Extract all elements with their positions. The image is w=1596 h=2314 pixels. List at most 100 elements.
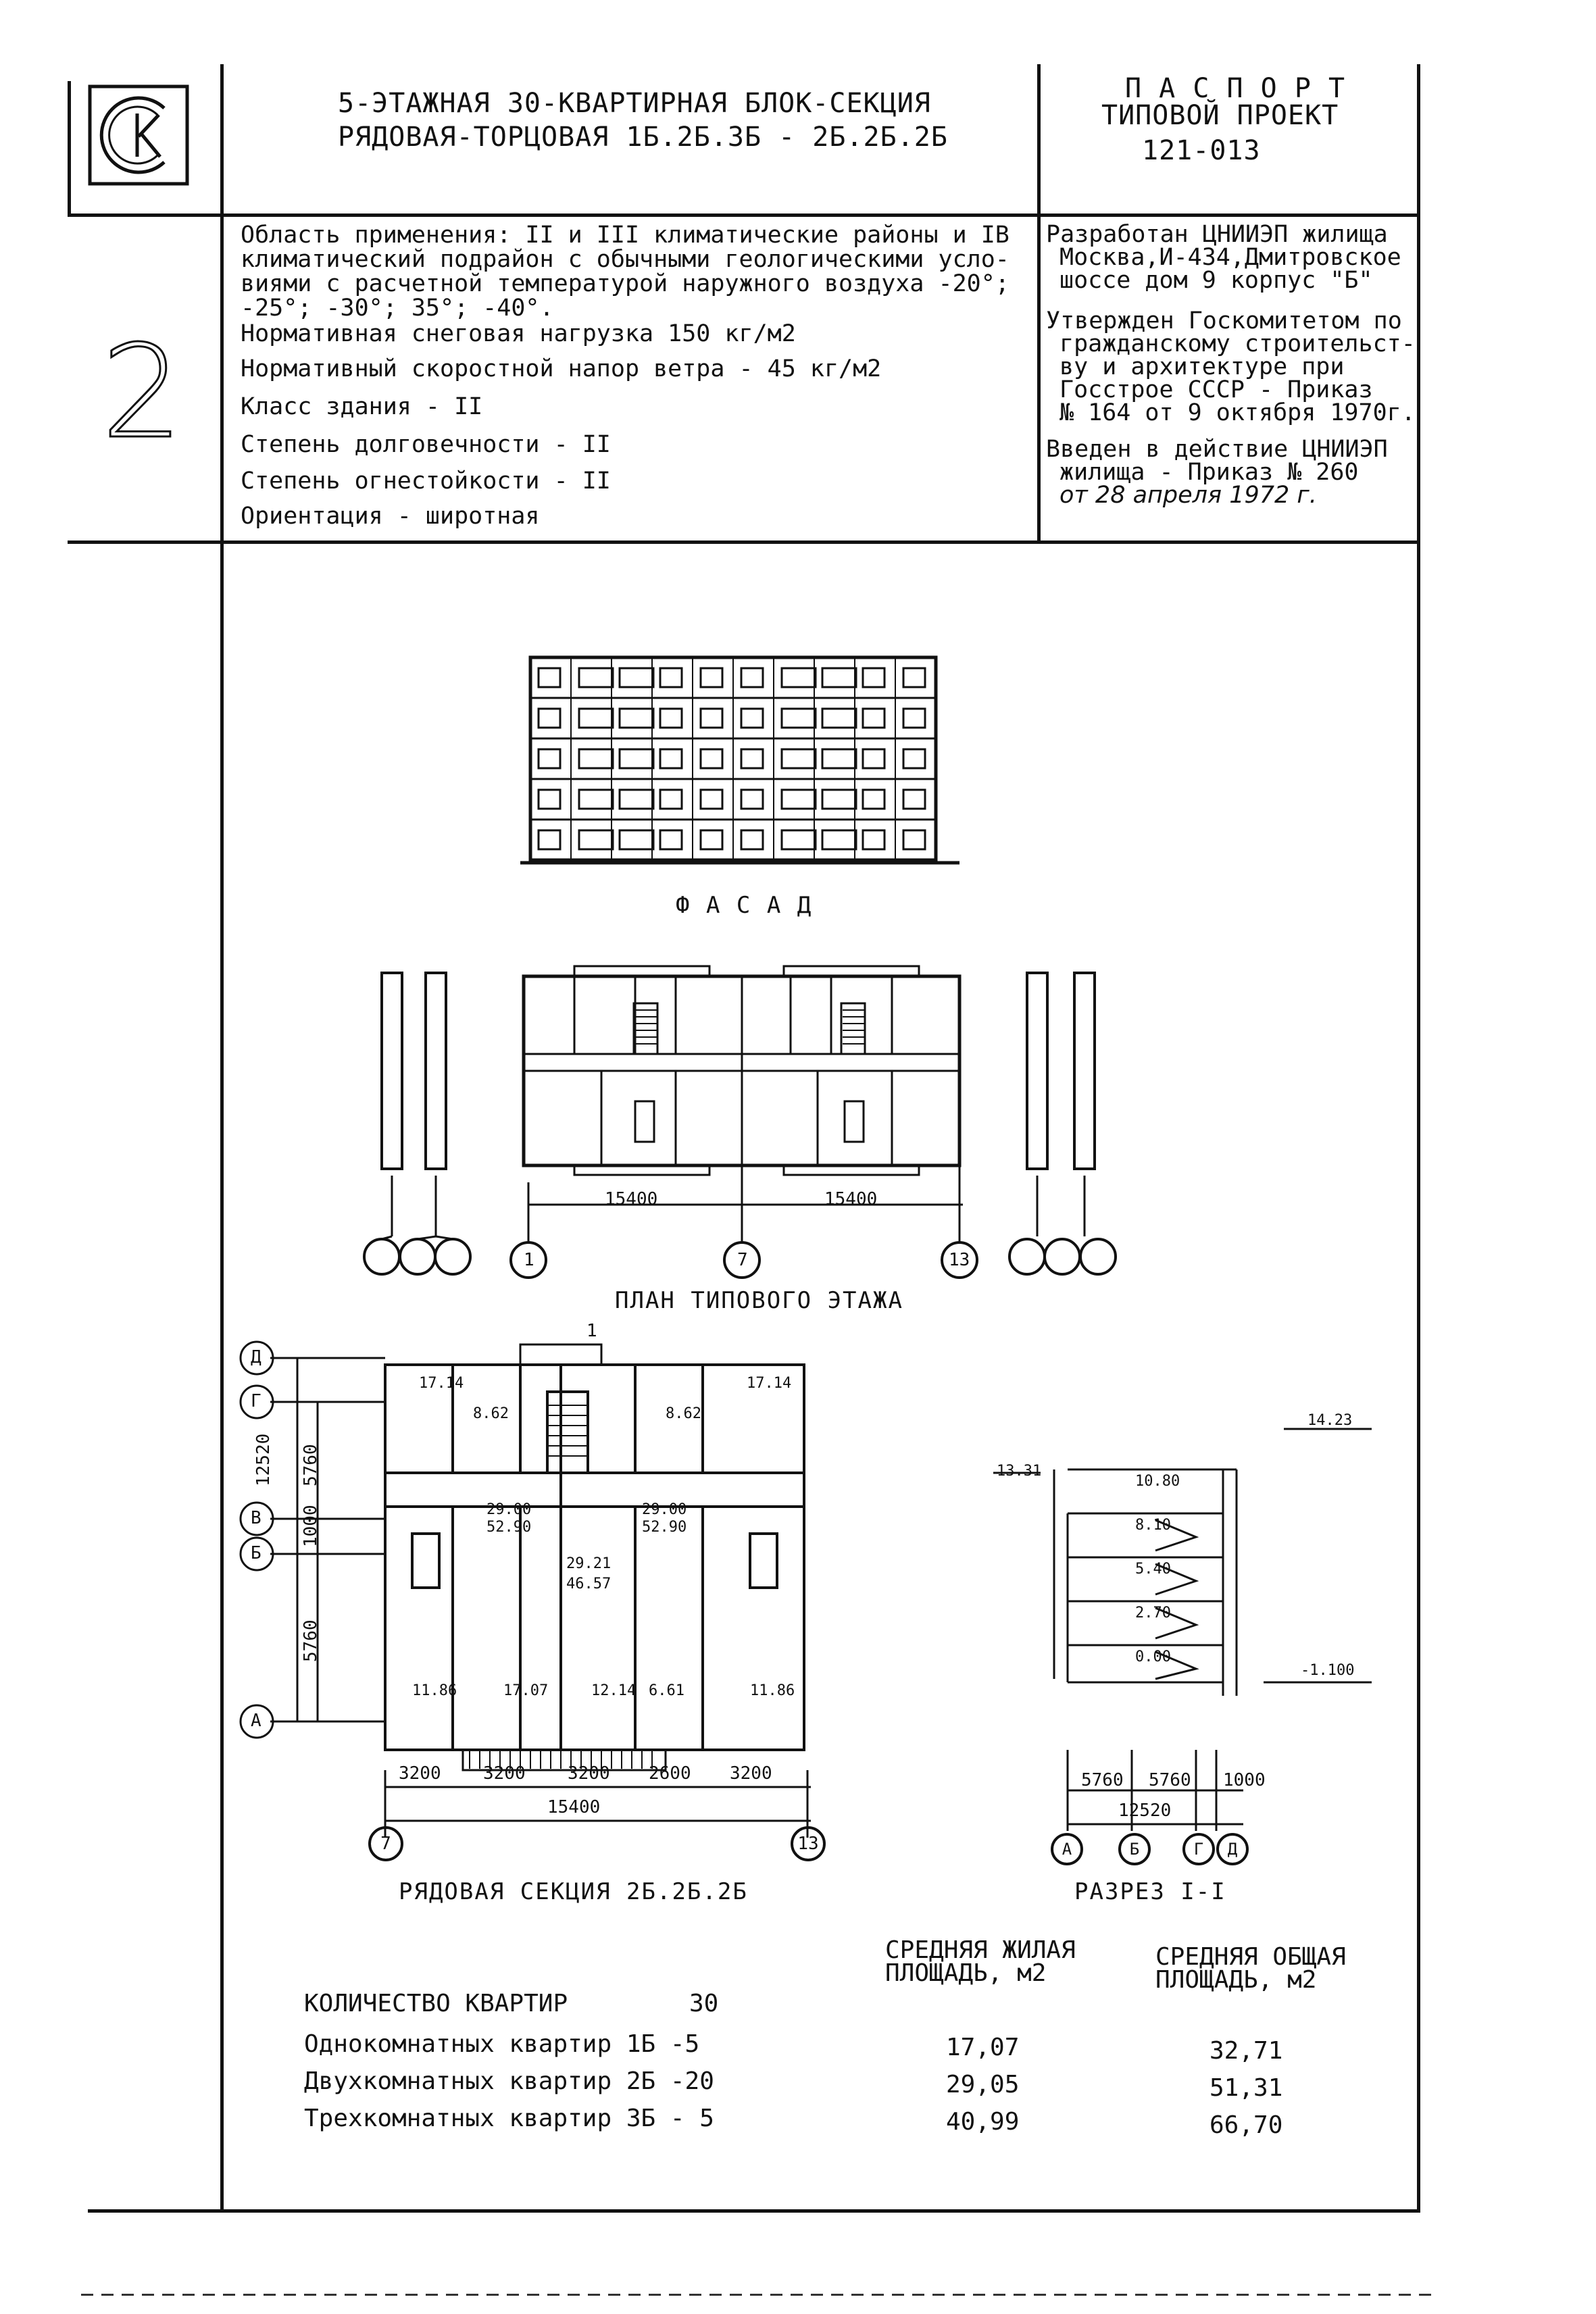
typical-axis-1: 1: [524, 1250, 534, 1270]
wind-load: Нормативный скоростной напор ветра - 45 …: [241, 355, 882, 382]
facade-window: [699, 829, 724, 851]
facade-window: [578, 707, 614, 729]
room-area: 46.57: [566, 1576, 612, 1592]
axis-G: Г: [251, 1391, 261, 1411]
level-8-10: 8.10: [1135, 1517, 1171, 1534]
facade-window: [659, 829, 683, 851]
room-area: 17.14: [747, 1375, 792, 1392]
cross-axis-G: Г: [1182, 1833, 1215, 1865]
snow-load: Нормативная снеговая нагрузка 150 кг/м2: [241, 320, 796, 347]
title-line-1: 5-ЭТАЖНАЯ 30-КВАРТИРНАЯ БЛОК-СЕКЦИЯ: [338, 88, 931, 119]
facade-window: [578, 788, 614, 810]
bottom-dim-1: 3200: [399, 1763, 441, 1784]
axis-A: А: [251, 1711, 261, 1731]
facade-window: [537, 788, 562, 810]
level-13-31: 13.31: [997, 1463, 1042, 1480]
room-area: 29.00: [487, 1501, 532, 1518]
facade-window: [578, 667, 614, 688]
bottom-dim-2: 3200: [483, 1763, 526, 1784]
approved-line: № 164 от 9 октября 1970г.: [1059, 399, 1416, 426]
facade-window: [862, 667, 886, 688]
facade-window: [618, 707, 655, 729]
room-area: 17.14: [419, 1375, 464, 1392]
ck-logo: [84, 81, 193, 189]
facade-window: [618, 788, 655, 810]
frame-row1: [68, 213, 1419, 217]
introduced-block: Введен в действие ЦНИИЭП жилища - Приказ…: [1046, 438, 1388, 507]
approved-line: ву и архитектуре при: [1059, 353, 1345, 380]
frame-left-outer: [68, 81, 71, 216]
approved-line: Госстрое СССР - Приказ: [1059, 376, 1373, 403]
facade-window: [659, 707, 683, 729]
project-label: ТИПОВОЙ ПРОЕКТ: [1101, 100, 1339, 131]
dim-5760-top: 5760: [301, 1444, 321, 1486]
frame-bottom: [88, 2209, 1419, 2213]
level-5-40: 5.40: [1135, 1561, 1171, 1578]
facade-window: [821, 667, 857, 688]
facade-window: [862, 788, 886, 810]
facade-window: [740, 707, 764, 729]
facade-window: [659, 667, 683, 688]
table-row-living: 17,07: [946, 2034, 1020, 2061]
room-area: 12.14: [591, 1682, 637, 1699]
table-row-label: Трехкомнатных квартир 3Б - 5: [304, 2105, 714, 2132]
frame-mid: [1037, 64, 1041, 544]
facade-window: [780, 788, 817, 810]
cross-dim-1: 5760: [1081, 1770, 1124, 1790]
facade-window: [902, 748, 926, 770]
facade-window: [740, 667, 764, 688]
facade-window: [862, 748, 886, 770]
application-line: климатический подрайон с обычными геолог…: [241, 246, 1009, 273]
title-line-2: РЯДОВАЯ-ТОРЦОВАЯ 1Б.2Б.3Б - 2Б.2Б.2Б: [338, 122, 948, 153]
fire-resistance: Степень огнестойкости - II: [241, 468, 611, 495]
scan-edge: [81, 2294, 1432, 2296]
bottom-dim-3: 3200: [568, 1763, 610, 1784]
typical-axis-13: 13: [949, 1250, 970, 1270]
facade-window: [780, 748, 817, 770]
facade-window: [618, 748, 655, 770]
section-axis-7: 7: [368, 1826, 403, 1861]
facade-window: [740, 748, 764, 770]
col-total-header: СРЕДНЯЯ ОБЩАЯ ПЛОЩАДЬ, м2: [1155, 1943, 1346, 1994]
bottom-dim-5: 3200: [730, 1763, 772, 1784]
table-row-total: 32,71: [1210, 2037, 1283, 2065]
dim-1000: 1000: [301, 1505, 321, 1547]
facade-window: [780, 829, 817, 851]
developed-line: Разработан ЦНИИЭП жилища: [1046, 221, 1388, 248]
facade-window: [902, 707, 926, 729]
facade-window: [862, 829, 886, 851]
application-line: Область применения: II и III климатическ…: [241, 222, 1009, 249]
dim-12520: 12520: [253, 1433, 274, 1486]
level-minus-1-100: -1.100: [1301, 1662, 1355, 1679]
facade-window: [537, 707, 562, 729]
facade-window: [659, 748, 683, 770]
facade-window: [618, 667, 655, 688]
facade-window: [578, 829, 614, 851]
developed-line: Москва,И-434,Дмитровское: [1059, 244, 1401, 271]
application-line: -25°; -30°; 35°; -40°.: [241, 295, 554, 322]
level-0-00: 0.00: [1135, 1649, 1171, 1665]
section-plan: [230, 1317, 865, 1858]
facade-window: [740, 788, 764, 810]
level-10-80: 10.80: [1135, 1473, 1180, 1490]
bottom-dim-4: 2600: [649, 1763, 691, 1784]
building-class: Класс здания - II: [241, 393, 483, 420]
level-2-70: 2.70: [1135, 1605, 1171, 1621]
room-area: 11.86: [750, 1682, 795, 1699]
approved-line: гражданскому строительст-: [1059, 330, 1416, 357]
table-row-living: 29,05: [946, 2071, 1020, 2098]
room-area: 29.00: [642, 1501, 687, 1518]
facade-window: [537, 748, 562, 770]
table-row-living: 40,99: [946, 2108, 1020, 2136]
facade-window: [699, 748, 724, 770]
facade-window: [821, 707, 857, 729]
section-axis-13: 13: [791, 1826, 826, 1861]
room-area: 11.86: [412, 1682, 457, 1699]
facade-window: [537, 829, 562, 851]
sheet-number: 2: [101, 317, 184, 468]
facade-window: [902, 667, 926, 688]
cross-axis-B: Б: [1118, 1833, 1151, 1865]
facade-window: [821, 829, 857, 851]
approved-line: Утвержден Госкомитетом по: [1046, 307, 1402, 334]
application-line: виями с расчетной температурой наружного…: [241, 270, 1009, 297]
